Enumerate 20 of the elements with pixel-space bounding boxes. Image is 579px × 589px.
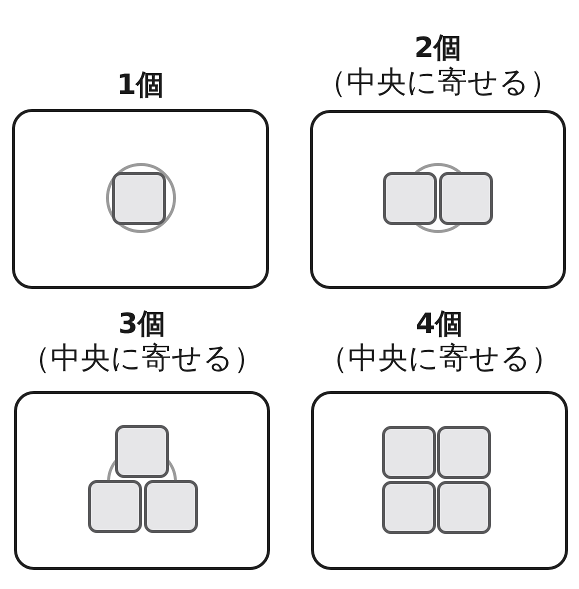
rounded-square bbox=[115, 425, 169, 478]
circle-outline bbox=[414, 163, 462, 233]
circle-outline bbox=[106, 163, 176, 233]
subheading: （中央に寄せる） bbox=[318, 341, 561, 376]
rounded-square bbox=[439, 172, 493, 225]
rounded-square bbox=[88, 480, 142, 533]
heading: 4個 bbox=[416, 306, 464, 341]
rounded-square bbox=[382, 426, 436, 479]
circle-outline bbox=[107, 459, 177, 480]
rounded-square bbox=[437, 481, 491, 534]
heading: 3個 bbox=[118, 306, 166, 341]
heading: 2個 bbox=[414, 30, 462, 65]
rounded-square bbox=[112, 172, 166, 225]
rounded-square bbox=[382, 481, 436, 534]
subheading: （中央に寄せる） bbox=[20, 341, 264, 376]
rounded-square bbox=[437, 426, 491, 479]
rounded-square bbox=[144, 480, 198, 533]
subheading: （中央に寄せる） bbox=[316, 65, 560, 100]
heading: 1個 bbox=[116, 67, 164, 102]
rounded-square bbox=[383, 172, 437, 225]
